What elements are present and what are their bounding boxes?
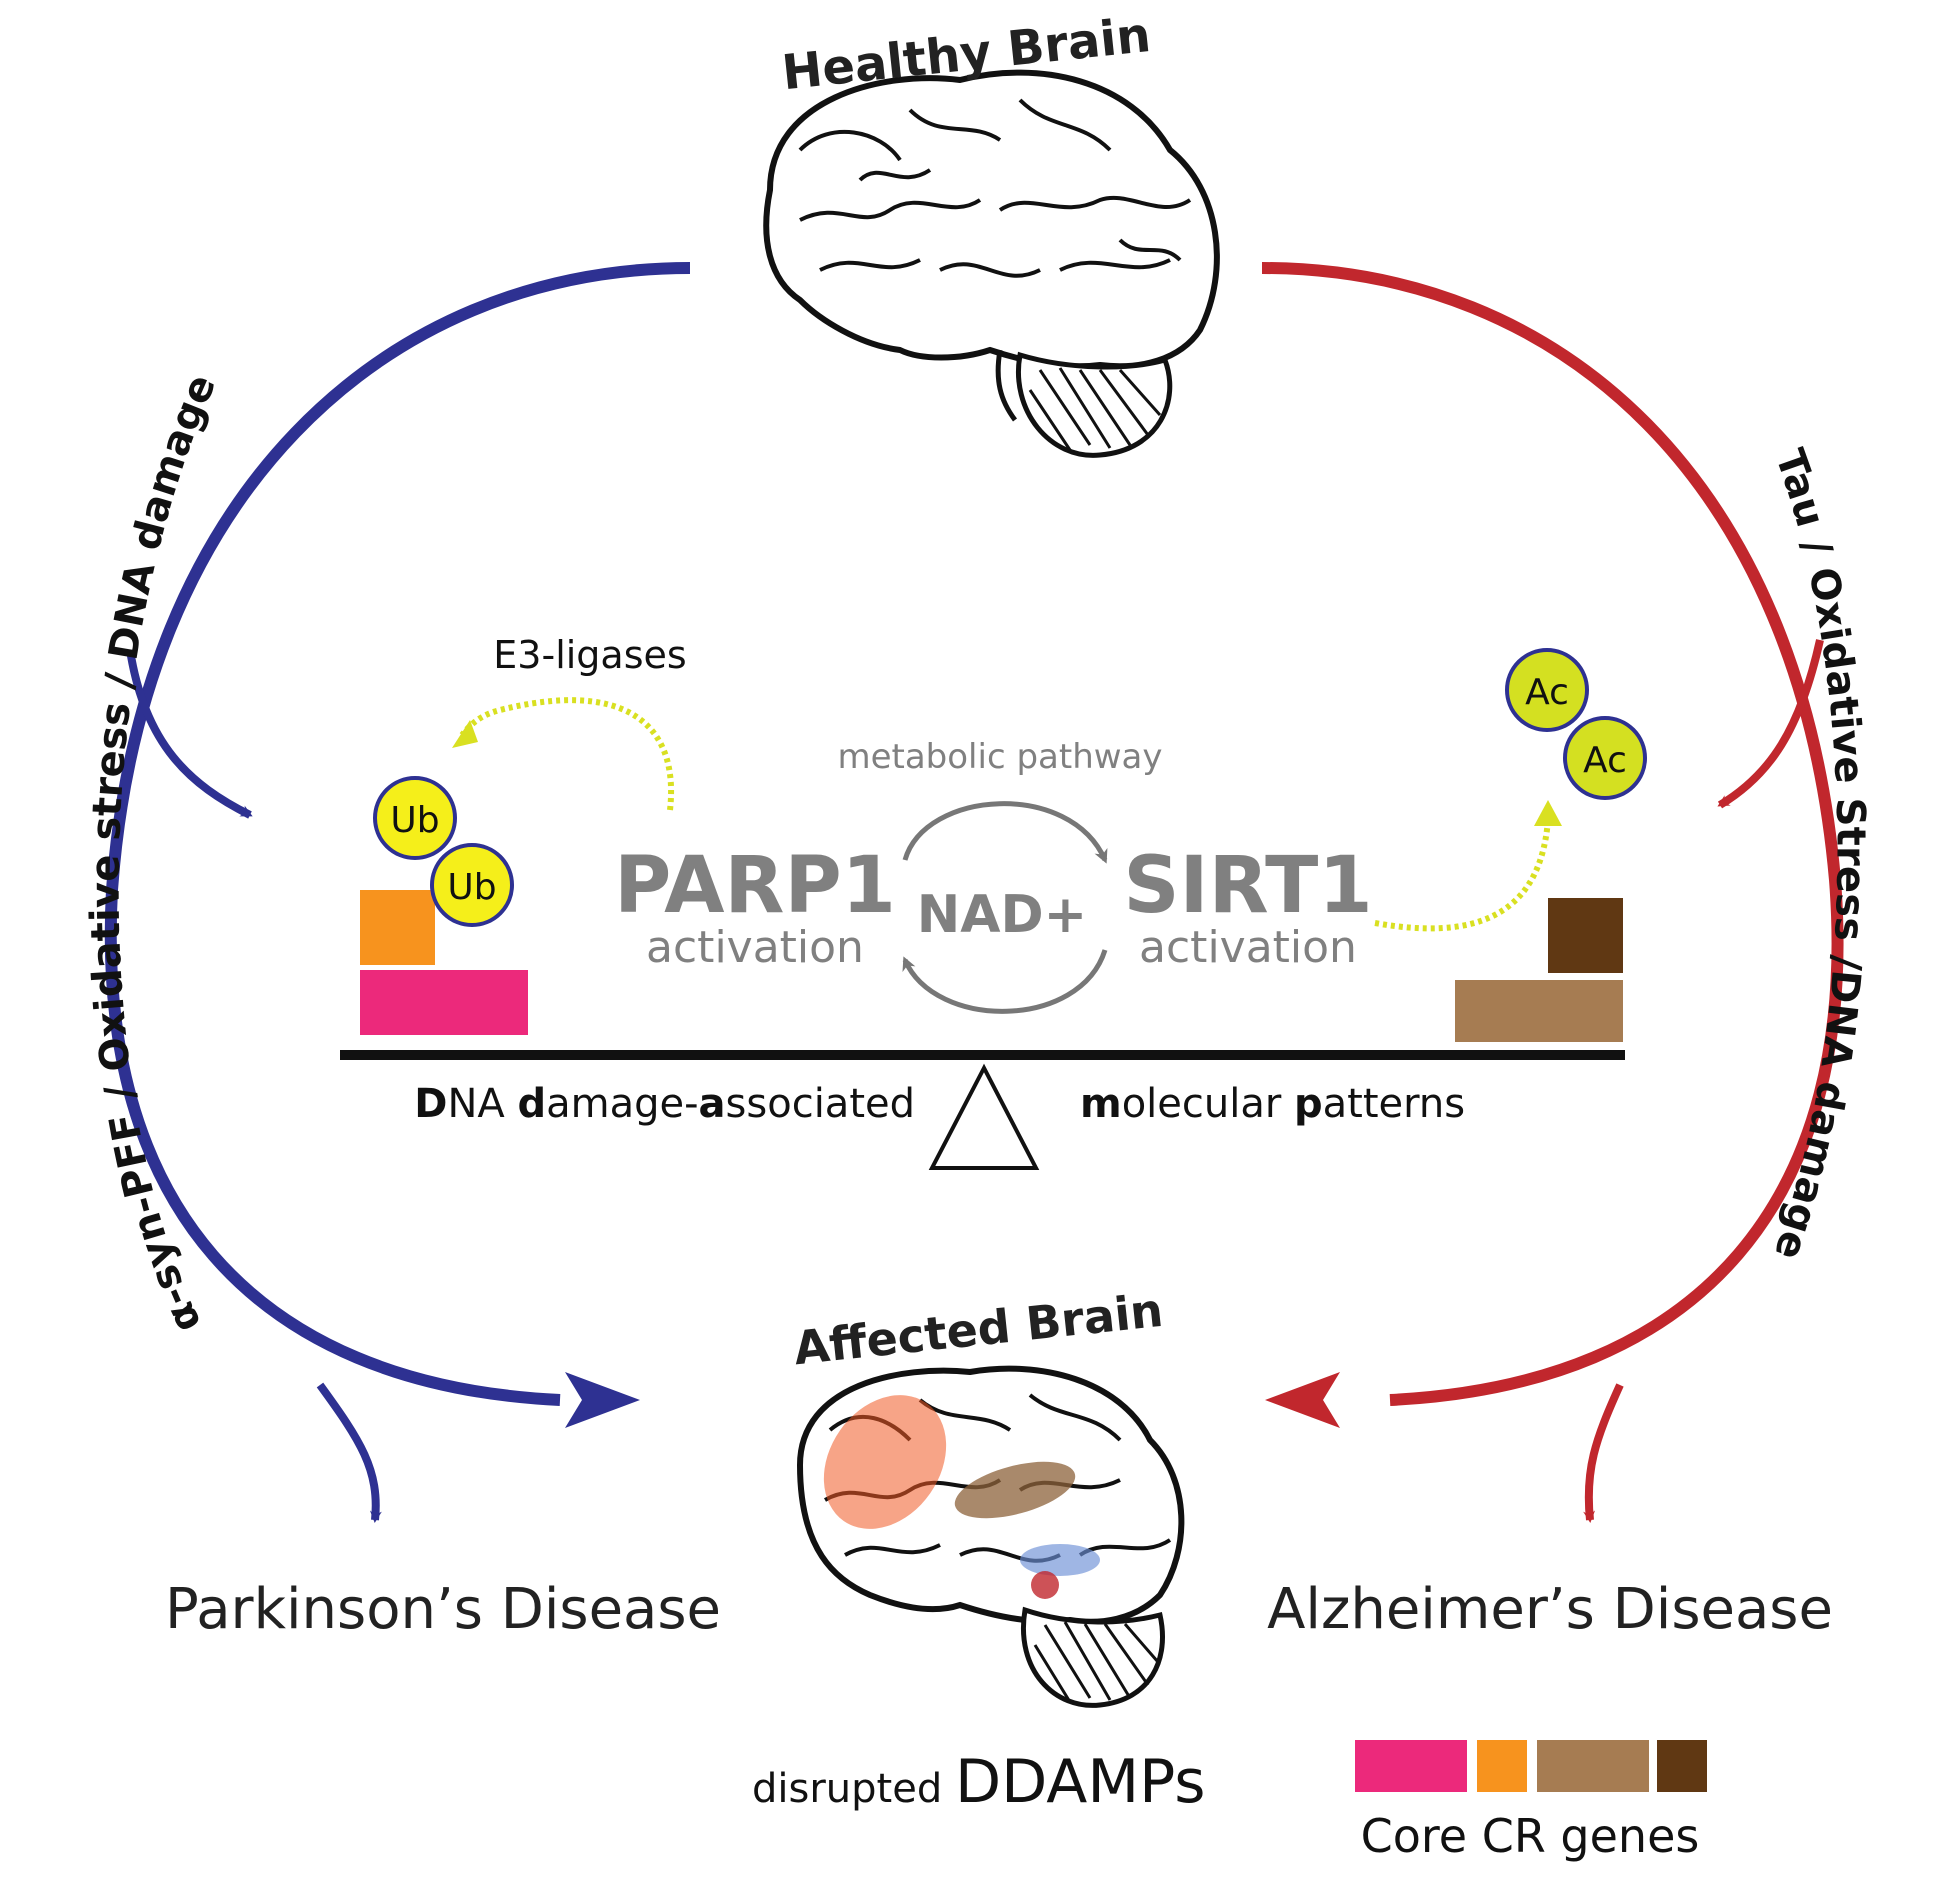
balance-fulcrum	[928, 1063, 1040, 1170]
affected-brain-illustration	[796, 1365, 1185, 1708]
disrupted-ddamps-label: disrupted DDAMPs	[752, 1747, 1205, 1817]
gene-block-orange	[360, 890, 435, 965]
e3-ligases-label: E3-ligases	[493, 633, 686, 677]
left-branch-arrow-pd	[316, 1382, 382, 1523]
right-arc-label: Tau / Oxidative Stress /DNA damage	[1765, 443, 1874, 1265]
dotted-arrowhead-ac	[1534, 800, 1562, 826]
nad-label: NAD+	[917, 885, 1088, 945]
ddamp-left-phrase: DNA damage-associated	[414, 1081, 915, 1127]
right-arc-arrowhead	[1265, 1372, 1340, 1428]
healthy-brain-illustration	[763, 69, 1220, 458]
ub-circle-1	[373, 776, 457, 860]
ac-circle-1	[1505, 648, 1589, 732]
ac-label-2: Ac	[1583, 740, 1627, 781]
dotted-arrow-to-ac	[1374, 819, 1551, 932]
legend-swatch-orange	[1477, 1740, 1527, 1792]
alzheimers-disease-label: Alzheimer’s Disease	[1267, 1577, 1833, 1642]
sirt1-label: SIRT1	[1123, 841, 1372, 931]
left-blue-arc	[104, 262, 691, 1406]
sirt1-activation-label: activation	[1139, 922, 1357, 973]
legend-swatch-pink	[1355, 1740, 1467, 1792]
nad-cycle-top-arrow	[902, 801, 1108, 864]
left-branch-arrow-e3	[126, 649, 253, 819]
nad-cycle-bottom-arrow	[902, 949, 1108, 1014]
ddamp-right-phrase: molecular patterns	[1080, 1081, 1465, 1127]
right-red-arc	[1261, 262, 1844, 1406]
gene-block-pink	[360, 970, 528, 1035]
left-arc-label: α-syn-PFF / Oxidative stress / DNA damag…	[83, 368, 226, 1340]
ub-label-2: Ub	[447, 867, 496, 908]
parp1-label: PARP1	[614, 841, 896, 931]
dotted-arrow-to-ub	[459, 697, 675, 811]
parkinsons-disease-label: Parkinson’s Disease	[165, 1577, 721, 1642]
dotted-arrowhead-ub	[452, 720, 478, 748]
left-arc-arrowhead	[565, 1372, 640, 1428]
ac-circle-2	[1563, 716, 1647, 800]
metabolic-pathway-label: metabolic pathway	[837, 737, 1162, 777]
legend-label: Core CR genes	[1361, 1809, 1700, 1863]
affected-brain-title: Affected Brain	[791, 1283, 1165, 1375]
ac-label-1: Ac	[1525, 672, 1569, 713]
gene-block-dark-brown	[1548, 898, 1623, 973]
ub-circle-2	[430, 843, 514, 927]
legend-swatch-dark-brown	[1657, 1740, 1707, 1792]
legend-swatch-tan	[1537, 1740, 1649, 1792]
balance-beam	[340, 1050, 1625, 1060]
parp1-activation-label: activation	[646, 922, 864, 973]
right-branch-arrow-ad	[1583, 1383, 1624, 1523]
ub-label-1: Ub	[390, 800, 439, 841]
right-branch-arrow-ac	[1717, 639, 1824, 809]
gene-block-tan	[1455, 980, 1623, 1042]
